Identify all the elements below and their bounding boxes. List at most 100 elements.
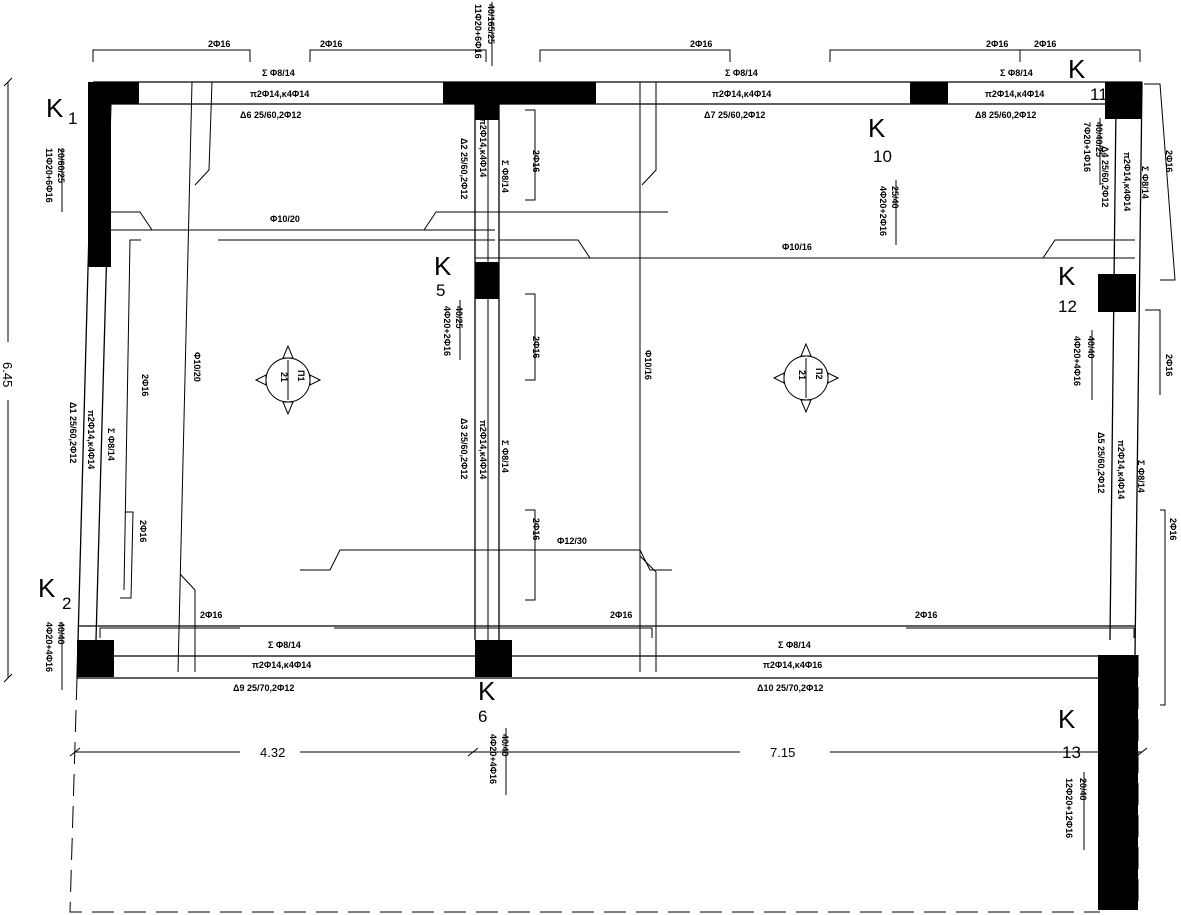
spec-K2-b: 4Φ20+4Φ16 (44, 622, 54, 672)
bottom-bar-2: 2Φ16 (610, 610, 632, 620)
label-K11-num: 11 (1090, 85, 1108, 104)
label-K6-letter: K (478, 676, 496, 706)
column-labels: K 1 K 2 K 5 K 6 K 10 K 11 K 12 K 13 (38, 54, 1108, 762)
label-K10-letter: K (868, 113, 886, 143)
slab-P2-name: Π2 (814, 368, 824, 380)
beam-labels-bottom: 2Φ16 2Φ16 2Φ16 Σ Φ8/14 π2Φ14,κ4Φ14 Δ9 25… (200, 610, 937, 693)
label-D9: Δ9 25/70,2Φ12 (233, 683, 294, 693)
column-K12 (1098, 274, 1136, 312)
label-K5-num: 5 (436, 281, 445, 300)
columns (77, 82, 1142, 910)
bar-D2-b: 2Φ16 (531, 336, 541, 358)
slab-marker-P1: Π1 21 (254, 344, 322, 416)
label-K6-num: 6 (478, 707, 487, 726)
column-top-middle (443, 82, 596, 104)
label-K11-letter: K (1068, 54, 1086, 84)
bar-D1-b: 2Φ16 (138, 520, 148, 542)
label-phi10-16-h: Φ10/16 (782, 242, 812, 252)
stirrups-D3: Σ Φ8/14 (500, 440, 510, 473)
slab-outline (69, 81, 1143, 913)
spec-K12-b: 4Φ20+4Φ16 (1072, 336, 1082, 386)
label-K10-num: 10 (873, 147, 892, 166)
stirrups-D4: Σ Φ8/14 (1140, 166, 1150, 199)
bars-D8: π2Φ14,κ4Φ14 (985, 89, 1044, 99)
spec-K6-a: 40/40 (500, 734, 510, 757)
stirrups-D1: Σ Φ8/14 (106, 428, 116, 461)
spec-K13-b: 12Φ20+12Φ16 (1064, 778, 1074, 838)
stirrups-D6: Σ Φ8/14 (262, 68, 295, 78)
top-bar-4: 2Φ16 (986, 39, 1008, 49)
label-K12-num: 12 (1058, 297, 1077, 316)
spec-K12-a: 40/40 (1086, 336, 1096, 359)
column-K13 (1098, 655, 1138, 910)
label-phi10-20-h: Φ10/20 (270, 214, 300, 224)
spec-K10-b: 4Φ20+2Φ16 (878, 186, 888, 236)
label-K12-letter: K (1058, 261, 1076, 291)
dimension-vertical: 6.45 (0, 77, 15, 683)
stirrups-D7: Σ Φ8/14 (725, 68, 758, 78)
slab-P1-thk: 21 (279, 372, 289, 382)
column-K5 (475, 262, 499, 299)
bar-D3: 2Φ16 (531, 518, 541, 540)
label-D2: Δ2 25/60,2Φ12 (459, 138, 469, 199)
stirrups-D9: Σ Φ8/14 (268, 640, 301, 650)
bars-D3: π2Φ14,κ4Φ14 (478, 420, 488, 479)
spec-K1-b: 11Φ20+6Φ16 (44, 148, 54, 203)
top-bar-3: 2Φ16 (690, 39, 712, 49)
slab-rebar-lines (111, 81, 1135, 673)
bars-D10: π2Φ14,κ4Φ16 (763, 660, 822, 670)
bar-D5: 2Φ16 (1168, 518, 1178, 540)
label-K1-num: 1 (68, 109, 77, 128)
stirrups-D2: Σ Φ8/14 (500, 160, 510, 193)
bar-D4-a: 2Φ16 (1164, 150, 1174, 172)
spec-K5-a: 40/25 (454, 306, 464, 329)
bars-D9: π2Φ14,κ4Φ14 (252, 660, 311, 670)
label-D4: Δ4 25/60,2Φ12 (1100, 146, 1110, 207)
bars-D5: π2Φ14,κ4Φ14 (1116, 440, 1126, 499)
slab-P1-name: Π1 (296, 370, 306, 382)
beams (78, 99, 1142, 657)
label-K13-letter: K (1058, 704, 1076, 734)
column-top-right-small (910, 82, 948, 104)
column-top-middle-stem (475, 98, 499, 120)
label-D5: Δ5 25/60,2Φ12 (1096, 432, 1106, 493)
slab-rebar-labels: Φ10/20 Φ10/16 Φ10/20 Φ10/16 Φ12/30 (192, 214, 812, 546)
spec-K6-b: 4Φ20+4Φ16 (488, 734, 498, 784)
bars-D4: π2Φ14,κ4Φ14 (1122, 152, 1132, 211)
spec-K5-b: 4Φ20+2Φ16 (442, 306, 452, 356)
spec-K11-a: 40/40/25 (1094, 122, 1104, 157)
stirrups-D8: Σ Φ8/14 (1000, 68, 1033, 78)
top-bar-5: 2Φ16 (1034, 39, 1056, 49)
spec-K10-a: 25/40 (890, 186, 900, 209)
label-K2-letter: K (38, 573, 56, 603)
bar-D2-a: 2Φ16 (531, 150, 541, 172)
column-K2 (77, 640, 114, 677)
dim-span-right: 7.15 (770, 745, 795, 760)
spec-K13-a: 20/40 (1078, 778, 1088, 801)
bars-D1: π2Φ14,κ4Φ14 (86, 410, 96, 469)
label-D6: Δ6 25/60,2Φ12 (240, 110, 301, 120)
spec-K1-a: 20/60/25 (56, 148, 66, 183)
label-D7: Δ7 25/60,2Φ12 (704, 110, 765, 120)
label-D10: Δ10 25/70,2Φ12 (757, 683, 823, 693)
label-K2-num: 2 (62, 594, 71, 613)
bottom-bar-1: 2Φ16 (200, 610, 222, 620)
top-bar-1: 2Φ16 (208, 39, 230, 49)
label-phi12-30: Φ12/30 (557, 536, 587, 546)
bottom-bar-3: 2Φ16 (915, 610, 937, 620)
bars-D2: π2Φ14,κ4Φ14 (478, 118, 488, 177)
column-K1-vertical (88, 82, 111, 267)
dim-span-left: 4.32 (260, 745, 285, 760)
bars-D7: π2Φ14,κ4Φ14 (712, 89, 771, 99)
column-K6 (475, 640, 512, 677)
slab-P2-thk: 21 (797, 370, 807, 380)
label-phi10-16-v: Φ10/16 (643, 350, 653, 380)
label-D1: Δ1 25/60,2Φ12 (68, 402, 78, 463)
dimension-horizontal: 4.32 7.15 (69, 745, 1148, 760)
bars-D6: π2Φ14,κ4Φ14 (250, 89, 309, 99)
spec-K11-b: 7Φ20+1Φ16 (1082, 122, 1092, 172)
dim-height: 6.45 (0, 362, 15, 387)
spec-top-b: 11Φ20+6Φ16 (473, 4, 483, 59)
column-K11 (1105, 82, 1142, 119)
